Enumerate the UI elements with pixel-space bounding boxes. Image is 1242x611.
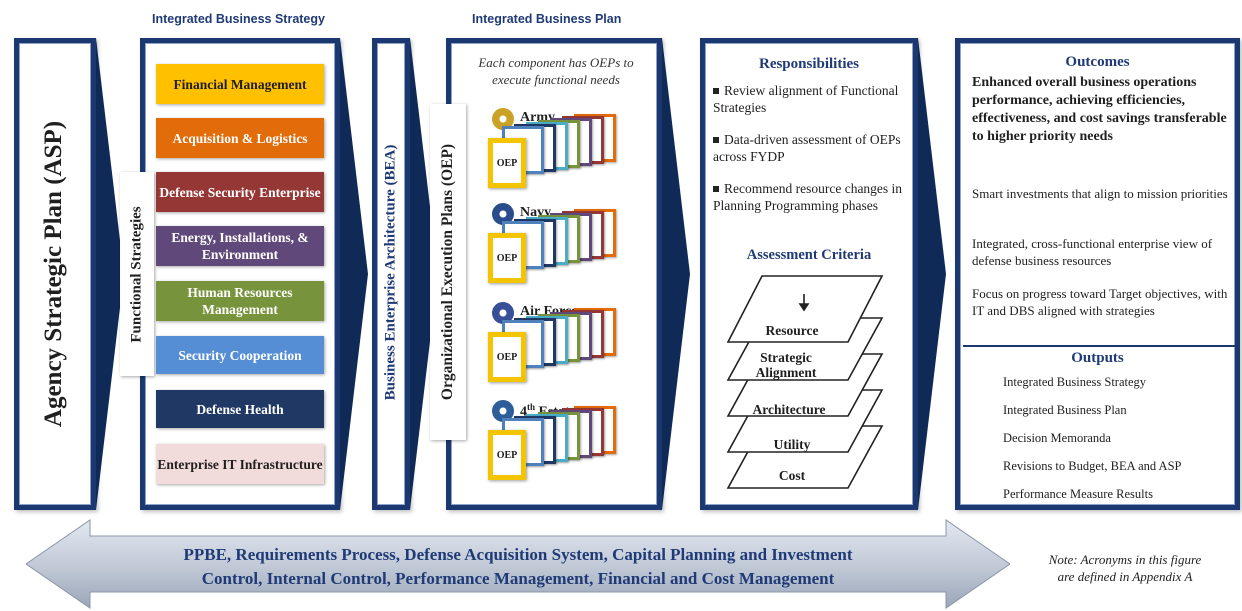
- outcomes-title: Outcomes: [1065, 54, 1130, 70]
- outputs-title: Outputs: [1071, 350, 1124, 366]
- functional-strategies-label: Functional Strategies: [128, 206, 145, 343]
- strategy-human-resources: Human Resources Management: [156, 281, 324, 321]
- strategy-financial-management: Financial Management: [156, 64, 324, 104]
- responsibility-item: Data-driven assessment of OEPs across FY…: [713, 132, 901, 164]
- strategy-energy-installations: Energy, Installations, & Environment: [156, 226, 324, 266]
- plan-arrow: [662, 38, 690, 510]
- layer-label-resource: Resource: [765, 323, 819, 338]
- layer-label-utility: Utility: [773, 437, 811, 452]
- layer-label-cost: Cost: [778, 468, 806, 483]
- strategy-enterprise-it: Enterprise IT Infrastructure: [156, 444, 324, 484]
- output-item: Performance Measure Results: [1003, 487, 1153, 501]
- assessment-layers: [726, 275, 884, 489]
- process-line-1: PPBE, Requirements Process, Defense Acqu…: [183, 545, 853, 564]
- outcome-item: Smart investments that align to mission …: [972, 186, 1228, 201]
- assessment-title: Assessment Criteria: [746, 247, 872, 263]
- layer-label-strategic-alignment: Strategic Alignment: [755, 350, 817, 380]
- asp-arrow: [96, 38, 124, 510]
- bea-panel: [372, 38, 410, 510]
- strategy-panel: [140, 38, 340, 510]
- oep-card-front: OEP: [488, 233, 526, 283]
- output-item: Integrated Business Plan: [1003, 403, 1127, 417]
- oep-note: Each component has OEPs to execute funct…: [478, 55, 634, 87]
- strategy-acquisition-logistics: Acquisition & Logistics: [156, 118, 324, 158]
- responsibility-item: Review alignment of Functional Strategie…: [713, 83, 899, 115]
- responsibilities-panel: [700, 38, 918, 510]
- responsibility-item: Recommend resource changes in Planning P…: [713, 181, 903, 213]
- strategy-arrow: [340, 38, 368, 510]
- outputs-divider: [963, 345, 1235, 347]
- strategy-defense-health: Defense Health: [156, 390, 324, 428]
- output-item: Revisions to Budget, BEA and ASP: [1003, 459, 1182, 473]
- bea-label: Business Enterprise Architecture (BEA): [382, 144, 399, 401]
- oep-label: Organizational Execution Plans (OEP): [439, 143, 456, 401]
- process-double-arrow: [26, 519, 1010, 609]
- functional-strategies-box: [120, 172, 154, 376]
- output-item: Integrated Business Strategy: [1003, 375, 1147, 389]
- strategy-security-cooperation: Security Cooperation: [156, 336, 324, 374]
- outcome-item: Integrated, cross-functional enterprise …: [972, 236, 1213, 268]
- outcome-item: Focus on progress toward Target objectiv…: [972, 286, 1228, 318]
- oep-card-front: OEP: [488, 332, 526, 382]
- output-item: Decision Memoranda: [1003, 431, 1111, 445]
- outcomes-panel: [955, 38, 1240, 510]
- strategy-defense-security-enterprise: Defense Security Enterprise: [156, 172, 324, 212]
- acronym-note-line-2: are defined in Appendix A: [1057, 569, 1193, 584]
- plan-header: Integrated Business Plan: [472, 12, 622, 26]
- outcomes-lead: Enhanced overall business operations per…: [972, 75, 1227, 144]
- asp-panel: [14, 38, 96, 510]
- oep-label-box: [430, 104, 466, 440]
- acronym-note-line-1: Note: Acronyms in this figure: [1048, 552, 1202, 567]
- responsibilities-arrow: [918, 38, 946, 510]
- layer-label-architecture: Architecture: [752, 402, 826, 417]
- asp-label: Agency Strategic Plan (ASP): [40, 120, 67, 428]
- oep-card-front: OEP: [488, 430, 526, 480]
- responsibilities-title: Responsibilities: [758, 56, 860, 72]
- strategy-header: Integrated Business Strategy: [152, 12, 325, 26]
- oep-card-front: OEP: [488, 138, 526, 188]
- process-line-2: Control, Internal Control, Performance M…: [201, 569, 835, 588]
